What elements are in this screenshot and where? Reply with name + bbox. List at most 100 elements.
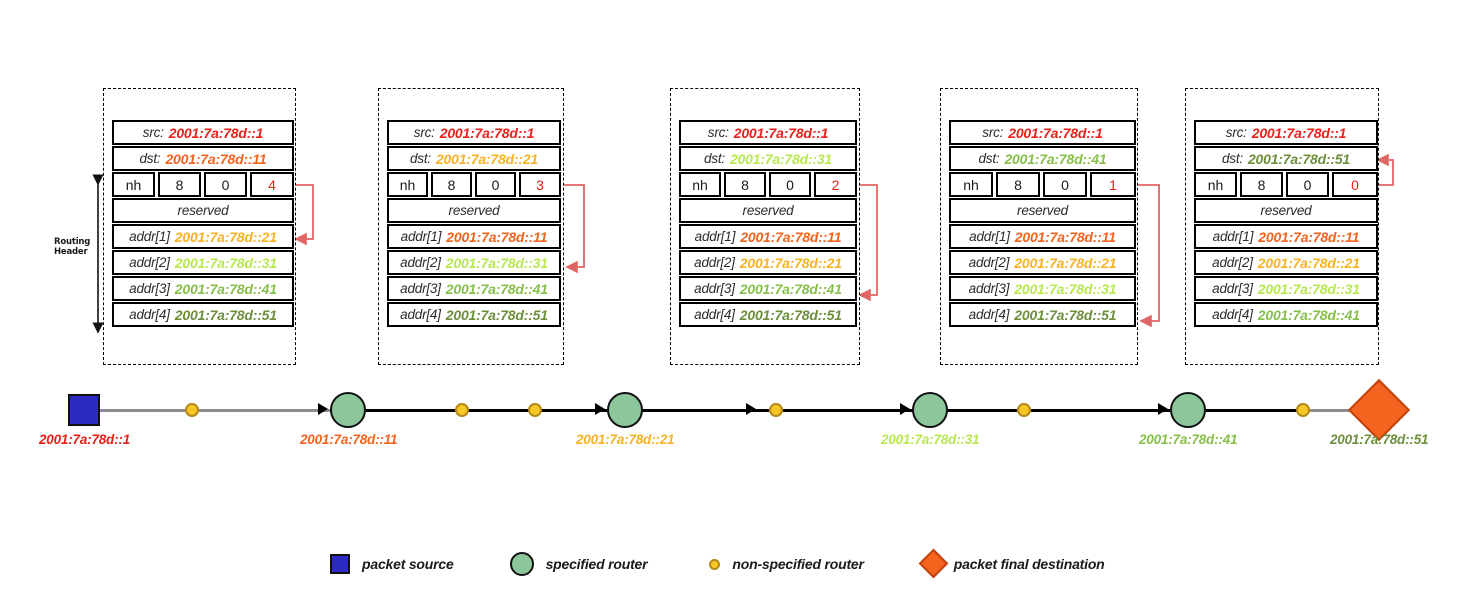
square-blue-icon bbox=[330, 554, 350, 574]
packet-3-addr1: addr[1] 2001:7a:78d::11 bbox=[679, 224, 857, 249]
link-arrowhead-5 bbox=[1158, 403, 1168, 415]
legend-label-non-specified-router: non-specified router bbox=[732, 556, 864, 572]
packet-5-addr1-label: addr[1] bbox=[1212, 229, 1254, 244]
packet-3-nh: nh bbox=[679, 172, 721, 197]
legend-label-specified-router: specified router bbox=[545, 556, 648, 572]
packet-2-addr4-label: addr[4] bbox=[400, 307, 441, 322]
packet-1-addr4-value: 2001:7a:78d::51 bbox=[174, 306, 277, 323]
non-specified-router-node bbox=[1296, 403, 1310, 417]
packet-4-src-label: src: bbox=[982, 125, 1004, 140]
packet-2-addr4-value: 2001:7a:78d::51 bbox=[445, 306, 548, 323]
routing-header-label-line2: Header bbox=[54, 247, 88, 257]
link-arrowhead-4 bbox=[900, 403, 910, 415]
packet-4-addr3-label: addr[3] bbox=[968, 281, 1010, 296]
specified-router-node-2001:7a:78d::41 bbox=[1170, 392, 1206, 428]
packet-2-addr1-label: addr[1] bbox=[400, 229, 442, 244]
packet-2-addr3: addr[3] 2001:7a:78d::41 bbox=[387, 276, 561, 301]
specified-router-node-2001:7a:78d::21 bbox=[607, 392, 643, 428]
packet-2-addr3-label: addr[3] bbox=[400, 281, 441, 296]
packet-1-dst-value: 2001:7a:78d::11 bbox=[165, 150, 267, 167]
packet-2-dst: dst:2001:7a:78d::21 bbox=[387, 146, 561, 171]
packet-2-dst-value: 2001:7a:78d::21 bbox=[435, 150, 539, 167]
packet-4-hdr-ext-len: 8 bbox=[996, 172, 1040, 197]
packet-1-addr1-value: 2001:7a:78d::21 bbox=[174, 228, 277, 245]
packet-1-segments-left: 4 bbox=[250, 172, 294, 197]
link-7 bbox=[776, 409, 930, 412]
packet-1-addr3: addr[3] 2001:7a:78d::41 bbox=[112, 276, 294, 301]
packet-1-addr2-label: addr[2] bbox=[129, 255, 170, 270]
packet-1-src-label: src: bbox=[142, 125, 164, 140]
packet-3-addr2-label: addr[2] bbox=[694, 255, 735, 270]
node-label-2001:7a:78d::11: 2001:7a:78d::11 bbox=[300, 432, 398, 447]
packet-2-addr4: addr[4] 2001:7a:78d::51 bbox=[387, 302, 561, 327]
legend-item-packet-source: packet source bbox=[330, 554, 454, 574]
packet-2-src-value: 2001:7a:78d::1 bbox=[439, 124, 535, 141]
non-specified-router-node bbox=[1017, 403, 1031, 417]
packet-1-dst-label: dst: bbox=[139, 151, 161, 166]
packet-1-addr1: addr[1] 2001:7a:78d::21 bbox=[112, 224, 294, 249]
packet-5-dst: dst:2001:7a:78d::51 bbox=[1194, 146, 1378, 171]
legend-item-non-specified-router: non-specified router bbox=[703, 556, 864, 572]
packet-5-addr2: addr[2] 2001:7a:78d::21 bbox=[1194, 250, 1378, 275]
packet-5-src: src:2001:7a:78d::1 bbox=[1194, 120, 1378, 145]
packet-4-reserved: reserved bbox=[949, 198, 1136, 223]
packet-4-addr4: addr[4] 2001:7a:78d::51 bbox=[949, 302, 1136, 327]
link-arrowhead-1 bbox=[318, 403, 328, 415]
non-specified-router-node bbox=[185, 403, 199, 417]
packet-2-nh: nh bbox=[387, 172, 428, 197]
packet-3-addr2-value: 2001:7a:78d::21 bbox=[739, 254, 842, 271]
packet-3-src-label: src: bbox=[707, 125, 729, 140]
packet-1-src-value: 2001:7a:78d::1 bbox=[168, 124, 264, 141]
packet-5-addr3: addr[3] 2001:7a:78d::31 bbox=[1194, 276, 1378, 301]
packet-4-src: src:2001:7a:78d::1 bbox=[949, 120, 1136, 145]
connector-pkt2 bbox=[562, 184, 585, 274]
node-label-2001:7a:78d::31: 2001:7a:78d::31 bbox=[881, 432, 980, 447]
packet-2-hdr-ext-len: 8 bbox=[431, 172, 472, 197]
node-label-2001:7a:78d::41: 2001:7a:78d::41 bbox=[1139, 432, 1238, 447]
legend-label-packet-source: packet source bbox=[362, 556, 454, 572]
packet-1-dst: dst: 2001:7a:78d::11 bbox=[112, 146, 294, 171]
packet-4-segments-left: 1 bbox=[1090, 172, 1136, 197]
packet-3-dst: dst:2001:7a:78d::31 bbox=[679, 146, 857, 171]
packet-5-dst-value: 2001:7a:78d::51 bbox=[1247, 150, 1351, 167]
link-arrowhead-2 bbox=[595, 403, 605, 415]
packet-1-addr4-label: addr[4] bbox=[129, 307, 170, 322]
packet-4-addr4-value: 2001:7a:78d::51 bbox=[1014, 306, 1117, 323]
packet-4-addr1: addr[1] 2001:7a:78d::11 bbox=[949, 224, 1136, 249]
diamond-orange-icon bbox=[918, 548, 949, 579]
circle-green-icon bbox=[509, 552, 534, 576]
packet-3-addr2: addr[2] 2001:7a:78d::21 bbox=[679, 250, 857, 275]
packet-1-reserved: reserved bbox=[112, 198, 294, 223]
packet-5-addr4-value: 2001:7a:78d::41 bbox=[1257, 306, 1360, 323]
packet-5-src-label: src: bbox=[1225, 125, 1247, 140]
packet-4-addr3-value: 2001:7a:78d::31 bbox=[1014, 280, 1117, 297]
link-4 bbox=[462, 409, 535, 412]
link-3 bbox=[348, 409, 462, 412]
link-5 bbox=[535, 409, 625, 412]
packet-3-addr1-value: 2001:7a:78d::11 bbox=[740, 228, 842, 245]
packet-5-addr3-value: 2001:7a:78d::31 bbox=[1257, 280, 1360, 297]
packet-1-addr4: addr[4] 2001:7a:78d::51 bbox=[112, 302, 294, 327]
packet-3-addr1-label: addr[1] bbox=[694, 229, 736, 244]
packet-5-segments-left: 0 bbox=[1332, 172, 1378, 197]
routing-header-label: Routing Header bbox=[54, 237, 90, 257]
packet-3-addr3: addr[3] 2001:7a:78d::41 bbox=[679, 276, 857, 301]
link-arrowhead-3 bbox=[746, 403, 756, 415]
packet-2-addr1-value: 2001:7a:78d::11 bbox=[446, 228, 548, 245]
packet-3-src-value: 2001:7a:78d::1 bbox=[733, 124, 829, 141]
packet-2-routing-type: 0 bbox=[475, 172, 516, 197]
packet-4-nh: nh bbox=[949, 172, 993, 197]
packet-4-addr1-value: 2001:7a:78d::11 bbox=[1014, 228, 1116, 245]
packet-2-segments-left: 3 bbox=[519, 172, 561, 197]
non-specified-router-node bbox=[528, 403, 542, 417]
packet-3-addr3-value: 2001:7a:78d::41 bbox=[739, 280, 842, 297]
connector-pkt4 bbox=[1135, 184, 1160, 328]
